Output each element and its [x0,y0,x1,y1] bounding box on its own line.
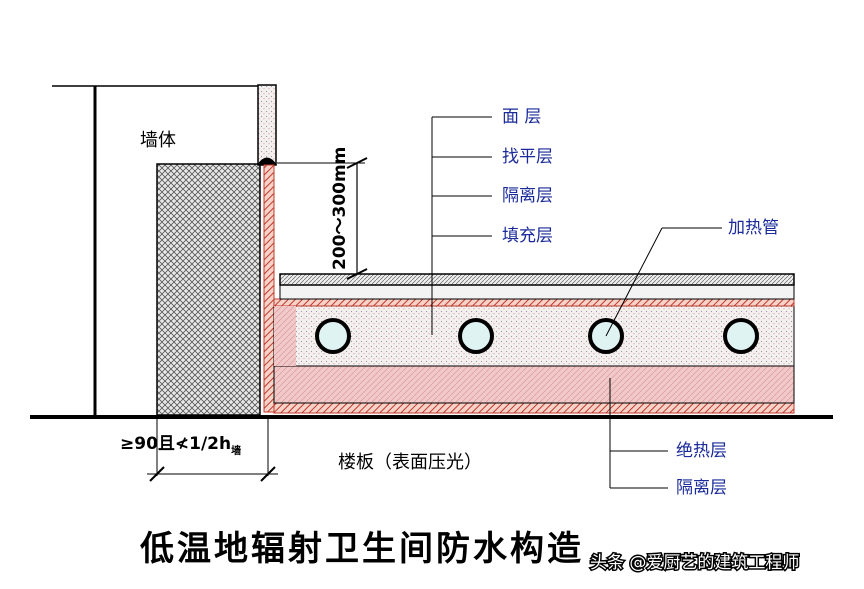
watermark: 头条 @爱厨艺的建筑工程师 [590,553,799,573]
insulation-layer-band [273,365,795,404]
isolation-layer-band [273,298,795,307]
heating-pipe-leader [605,227,722,337]
heating-pipe [458,318,494,354]
edge-strip [274,306,296,366]
diagram-title: 低温地辐射卫生间防水构造 [140,529,584,569]
sealant-bead [257,157,277,165]
waterproof-base-layer [273,402,795,414]
surface-layer-band [279,273,795,286]
wall-plaster-strip [257,84,277,166]
lower-leader [609,378,668,489]
wall-block [156,163,261,416]
heating-pipe [723,318,759,354]
label-insulation-layer: 绝热层 [676,441,727,461]
label-surface-layer: 面 层 [502,107,541,127]
width-dimension [147,417,278,482]
label-heating-pipe: 加热管 [728,218,779,238]
label-fill-layer: 填充层 [502,226,553,246]
leveling-layer-band [279,284,795,300]
label-wall: 墙体 [140,130,176,151]
height-dimension: 200～300mm [277,147,368,280]
floor-layers [273,273,795,414]
fill-layer-band [273,305,795,367]
label-leveling-layer: 找平层 [502,147,553,167]
upper-leader [431,116,492,335]
label-floor-slab: 楼板（表面压光） [338,452,482,473]
waterproof-upturn [263,164,275,413]
label-isolation-layer-top: 隔离层 [502,186,553,206]
wall-structure [52,84,277,417]
height-dim-label: 200～300mm [330,147,350,270]
label-width-dim: ≥90且≮1/2h墙 [120,434,241,457]
heating-pipe [315,318,351,354]
label-isolation-layer-bottom: 隔离层 [676,478,727,498]
